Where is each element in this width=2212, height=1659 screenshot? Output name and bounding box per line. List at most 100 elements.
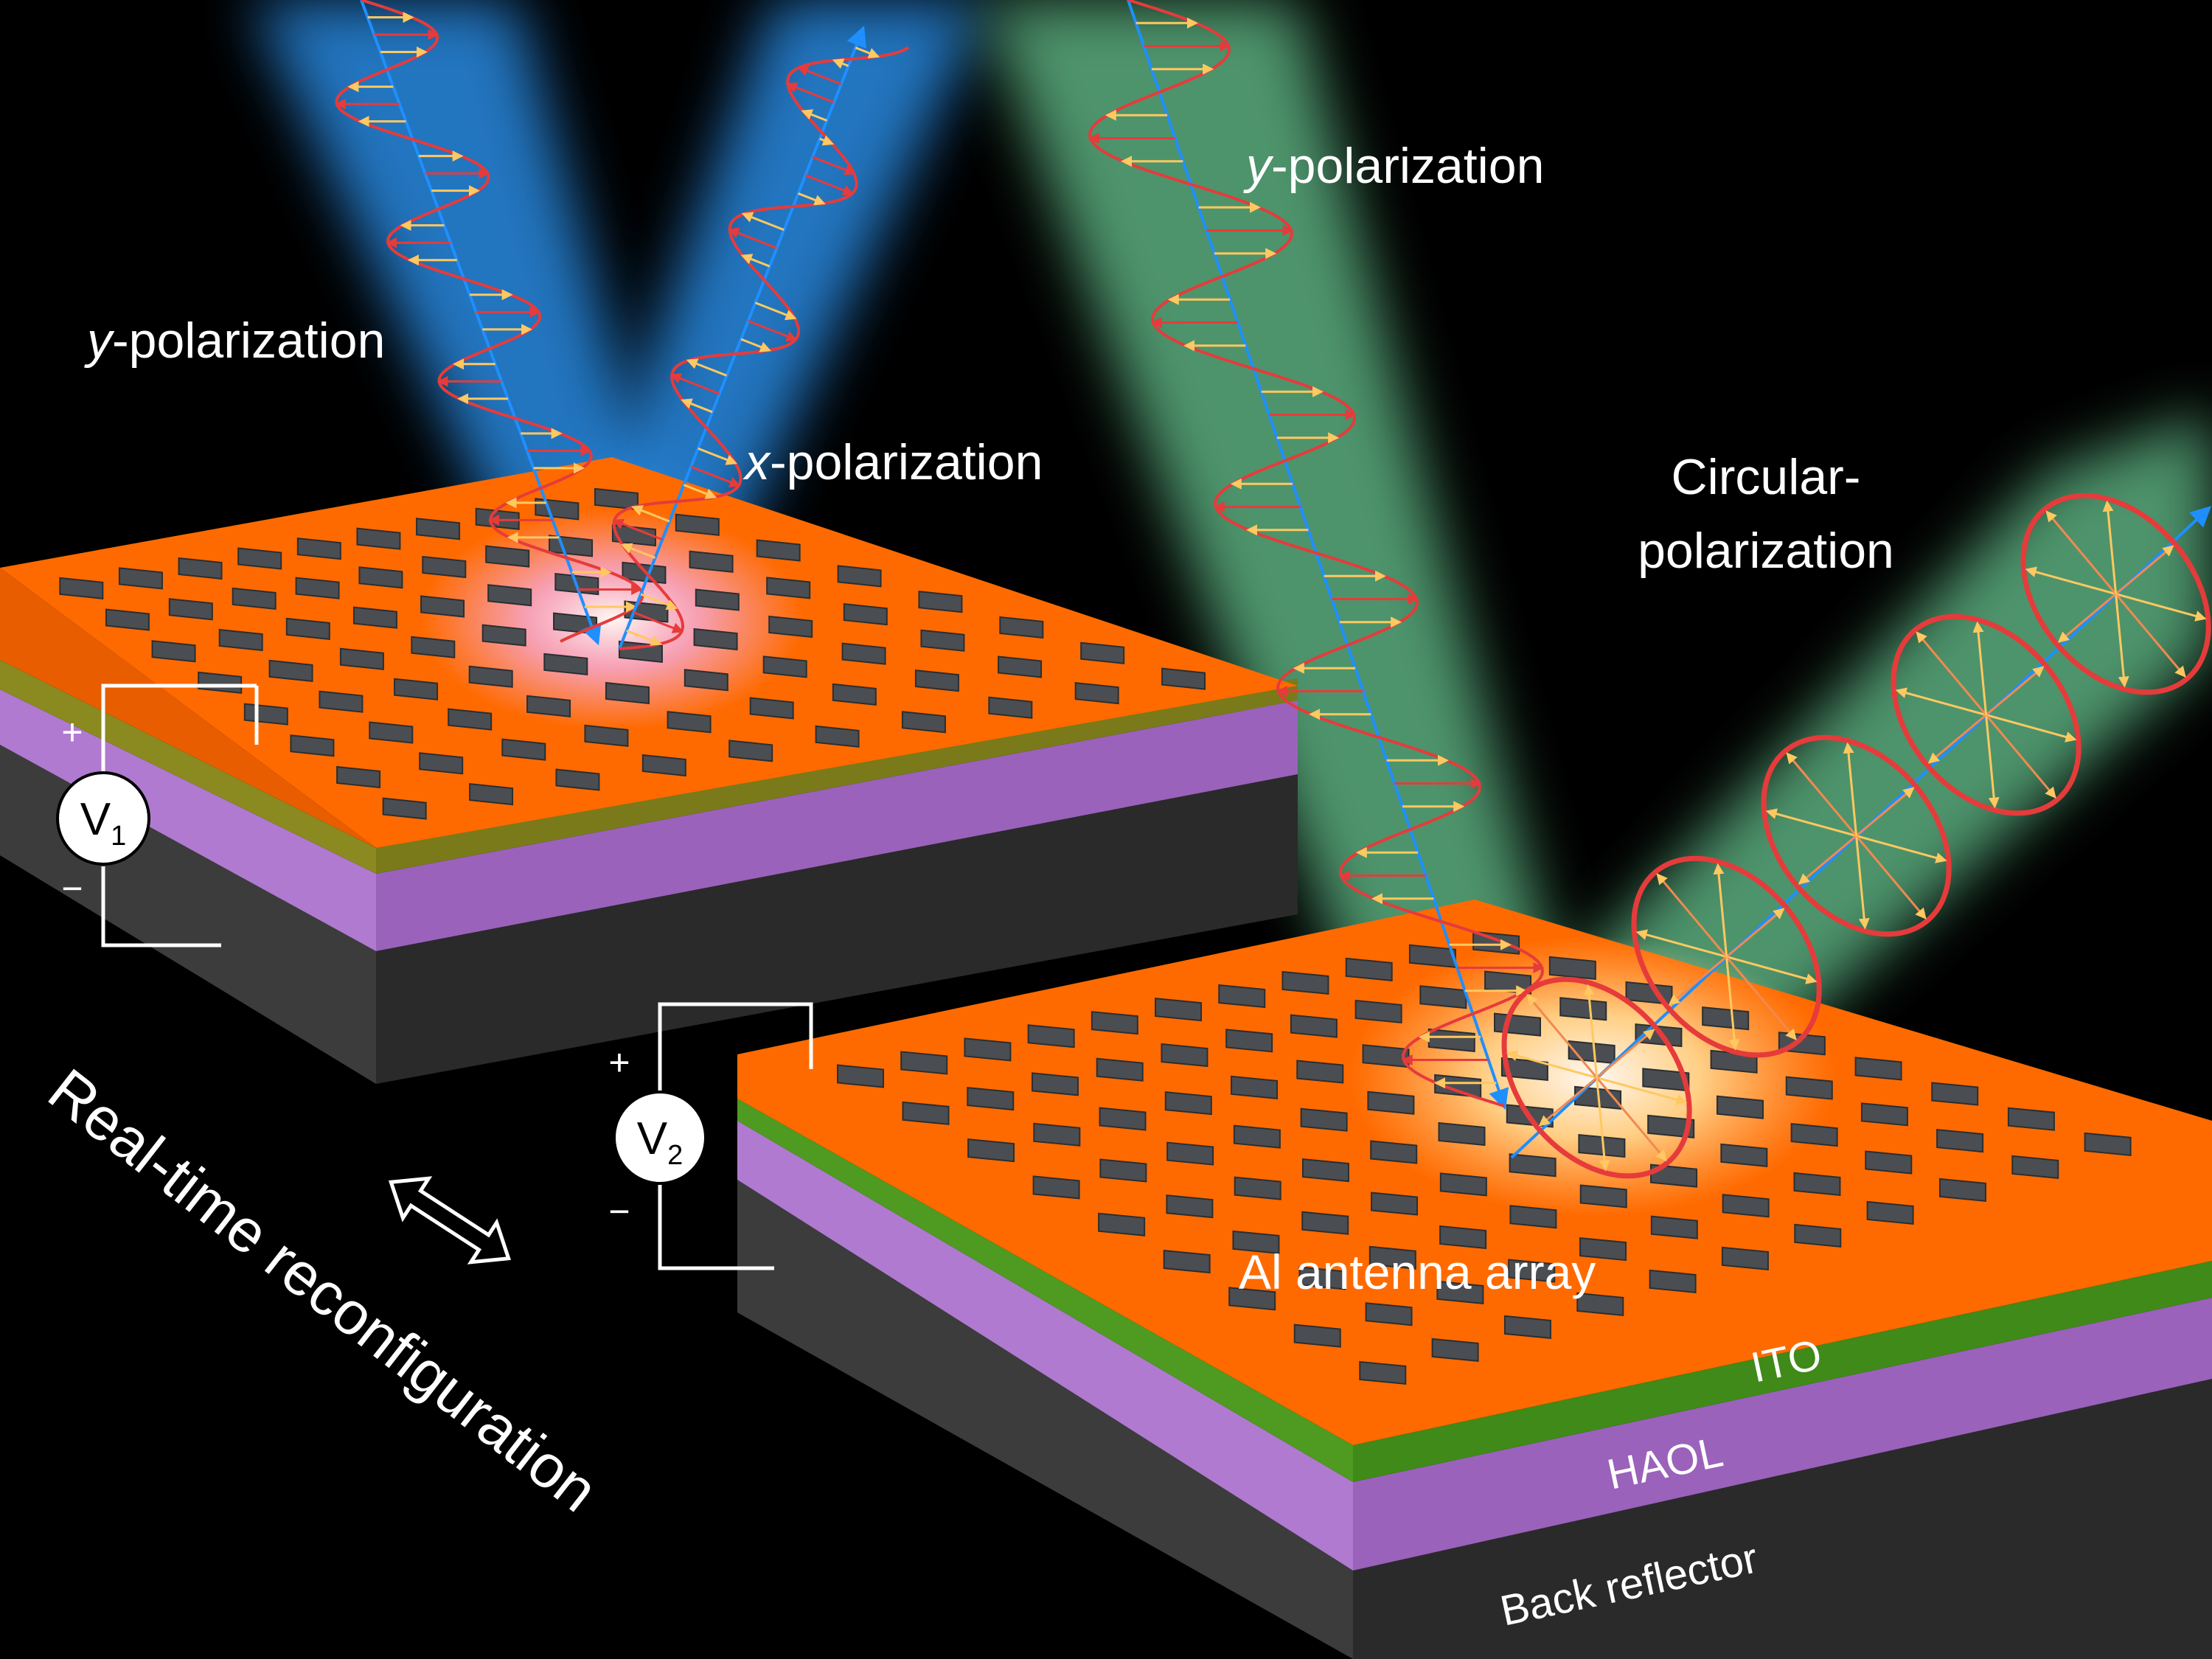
antenna-element xyxy=(1647,1114,1695,1139)
slab1-ito-side xyxy=(376,678,1298,874)
antenna-element xyxy=(481,624,526,647)
antenna-element xyxy=(543,653,588,675)
field-vector xyxy=(1596,1077,1610,1172)
field-vector xyxy=(1786,752,1857,837)
field-vector xyxy=(1725,956,1740,1051)
slab2-reflector-side xyxy=(1353,1379,2212,1659)
field-vector xyxy=(1986,714,2077,742)
antenna-element xyxy=(1281,970,1329,995)
antenna-element xyxy=(611,524,656,547)
double-arrow-icon xyxy=(388,1176,512,1265)
antenna-element xyxy=(832,683,877,706)
antenna-element xyxy=(1300,1107,1348,1132)
antenna-element xyxy=(1436,1280,1484,1304)
source1-plus: + xyxy=(61,712,83,753)
antenna-element xyxy=(841,642,886,665)
antenna-element xyxy=(836,1064,884,1088)
antenna-element xyxy=(339,647,384,670)
slab2-haol-side xyxy=(1353,1298,2212,1571)
antenna-element xyxy=(411,636,456,658)
antenna-element xyxy=(237,547,282,570)
antenna-element xyxy=(501,738,546,761)
field-vector xyxy=(1798,835,1857,885)
antenna-element xyxy=(2007,1107,2055,1131)
antenna-element xyxy=(762,655,807,678)
antenna-element xyxy=(693,627,738,651)
antenna-element xyxy=(319,690,364,713)
field-vector xyxy=(631,505,670,523)
field-vector xyxy=(1985,714,2056,799)
incident-green-beam xyxy=(981,0,1585,1135)
antenna-element xyxy=(268,659,313,682)
field-vector xyxy=(1927,714,1987,764)
source1-symbol: V1 xyxy=(80,794,127,852)
field-vector xyxy=(2025,566,2116,596)
antenna-element xyxy=(1649,1269,1697,1294)
antenna-element xyxy=(1716,1095,1764,1119)
antenna-element xyxy=(749,697,794,720)
antenna-element xyxy=(1578,1133,1626,1158)
field-vector xyxy=(1656,873,1728,958)
antenna-element xyxy=(1721,1246,1769,1270)
antenna-element xyxy=(1720,1143,1768,1167)
antenna-element xyxy=(1365,1302,1413,1326)
field-vector xyxy=(740,254,771,268)
antenna-element xyxy=(1218,984,1266,1009)
antenna-element xyxy=(422,555,467,579)
polarization-waves xyxy=(334,0,2212,1179)
antenna-element xyxy=(151,640,196,663)
antenna-element xyxy=(1439,1172,1487,1197)
voltage-source-2: V2 + − xyxy=(608,1002,813,1270)
antenna-element xyxy=(1368,1245,1416,1270)
antenna-element xyxy=(1080,641,1125,664)
source2-minus: − xyxy=(608,1191,630,1232)
antenna-element xyxy=(218,628,263,652)
slab2-ito-front xyxy=(737,1099,1353,1482)
antenna-element xyxy=(1161,667,1206,690)
antenna-element xyxy=(369,721,414,744)
antenna-element xyxy=(285,617,330,640)
antenna-element xyxy=(232,587,276,611)
antenna-element xyxy=(1166,1194,1214,1219)
antenna-element xyxy=(419,752,464,775)
antenna-element xyxy=(1854,1057,1902,1081)
slab2-antenna-array xyxy=(836,931,2132,1385)
antenna-element xyxy=(1794,1223,1842,1248)
voltage-source-icon xyxy=(56,771,150,866)
antenna-element xyxy=(1702,1006,1750,1031)
label-y-polarization-right: y-polarization xyxy=(1243,138,1544,194)
field-vector xyxy=(1506,1050,1597,1079)
field-vector xyxy=(1713,863,1728,957)
antenna-element xyxy=(356,527,401,550)
antenna-element xyxy=(914,669,959,692)
antenna-element xyxy=(382,797,427,820)
antenna-element xyxy=(469,782,514,806)
antenna-element xyxy=(1427,1028,1475,1053)
voltage-source-1: V1 + − xyxy=(56,684,259,947)
field-vector xyxy=(1596,1029,1655,1079)
antenna-element xyxy=(448,708,493,731)
antenna-element xyxy=(902,1101,950,1125)
antenna-element xyxy=(1233,1124,1281,1149)
antenna-element xyxy=(1163,1249,1211,1274)
antenna-element xyxy=(999,616,1044,639)
voltage-source-icon xyxy=(613,1091,707,1185)
antenna-element xyxy=(1793,1172,1841,1196)
antenna-element xyxy=(168,598,213,621)
antenna-element xyxy=(1345,957,1393,981)
antenna-element xyxy=(1033,1122,1081,1147)
circular-wave-ring xyxy=(1501,976,1692,1179)
antenna-element xyxy=(1439,1225,1487,1250)
field-vector xyxy=(1583,984,1599,1078)
antenna-element xyxy=(964,1037,1012,1062)
circular-wave-ring xyxy=(2020,493,2211,695)
field-vector xyxy=(1855,835,1927,919)
antenna-element xyxy=(290,734,335,757)
antenna-element xyxy=(684,669,728,692)
antenna-element xyxy=(1155,998,1203,1022)
source1-minus: − xyxy=(61,868,83,909)
antenna-element xyxy=(1027,1024,1075,1048)
antenna-element xyxy=(837,565,882,588)
field-vector xyxy=(819,135,835,146)
